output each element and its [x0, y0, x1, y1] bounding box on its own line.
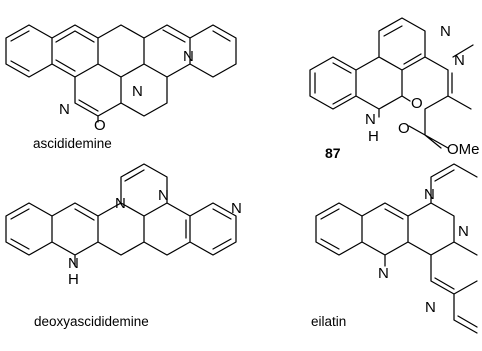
atom-n: N: [59, 101, 70, 118]
atom-h: H: [368, 128, 379, 145]
atom-ome: OMe: [447, 141, 480, 158]
atom-o: O: [94, 117, 106, 134]
atom-n: N: [454, 52, 465, 69]
atom-h: H: [68, 271, 79, 288]
atom-n: N: [424, 186, 435, 203]
atom-n: N: [378, 265, 389, 282]
atom-o: O: [398, 120, 410, 137]
atom-n: N: [365, 111, 376, 128]
atom-n: N: [115, 195, 126, 212]
atom-n: N: [425, 299, 436, 316]
compound-name-eilatin: eilatin: [311, 314, 346, 329]
compound-name-deoxyascididemine: deoxyascididemine: [34, 314, 149, 329]
deoxyascididemine-structure: N N N N H deoxyascididemine: [5, 163, 242, 329]
atom-n: N: [158, 187, 169, 204]
eilatin-structure: N N N N eilatin: [311, 163, 478, 334]
atom-n: N: [132, 83, 143, 100]
atom-n: N: [458, 223, 469, 240]
compound-number-87: 87: [325, 145, 341, 161]
atom-o: O: [411, 95, 423, 112]
atom-n: N: [68, 255, 79, 272]
atom-n: N: [231, 200, 242, 217]
atom-n: N: [183, 48, 194, 65]
compound-87-structure: N N N H O O OMe 87: [309, 17, 480, 161]
ascididemine-structure: N O N N ascididemine: [5, 24, 237, 151]
compound-name-ascididemine: ascididemine: [33, 136, 112, 151]
atom-n: N: [440, 23, 451, 40]
